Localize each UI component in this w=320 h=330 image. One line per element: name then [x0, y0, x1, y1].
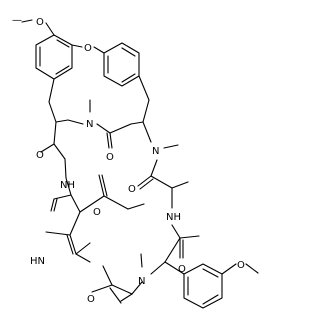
structure-canvas: — O O N N O O O NH NH O HN O O N O [12, 15, 259, 309]
nh-label-1: NH [60, 180, 75, 191]
nitrogen-label-3: N [138, 276, 145, 287]
nitrogen-label-1: N [86, 119, 93, 130]
oxygen-label-carbonyl-2: O [36, 150, 44, 161]
bond-skeleton [21, 19, 259, 309]
oxygen-label-carbonyl-1: O [106, 152, 114, 163]
oxygen-label-carbonyl-6: O [87, 294, 95, 305]
oxygen-label-carbonyl-5: O [178, 264, 186, 275]
oxygen-label-ether: O [84, 43, 92, 54]
oxygen-label-carbonyl-3: O [128, 184, 136, 195]
methoxy-methyl-label-top: — [12, 15, 22, 26]
oxygen-label-methoxy-right: O [237, 260, 245, 271]
hn-label-2: HN [30, 256, 45, 267]
nh-label-3: NH [166, 212, 181, 223]
molecule-structure: — O O N N O O O NH NH O HN O O N O [12, 15, 259, 309]
atom-labels: — O O N N O O O NH NH O HN O O N O [12, 15, 245, 305]
oxygen-label-methoxy-top: O [36, 17, 44, 28]
oxygen-label-carbonyl-4: O [93, 207, 101, 218]
nitrogen-label-2: N [152, 146, 159, 157]
